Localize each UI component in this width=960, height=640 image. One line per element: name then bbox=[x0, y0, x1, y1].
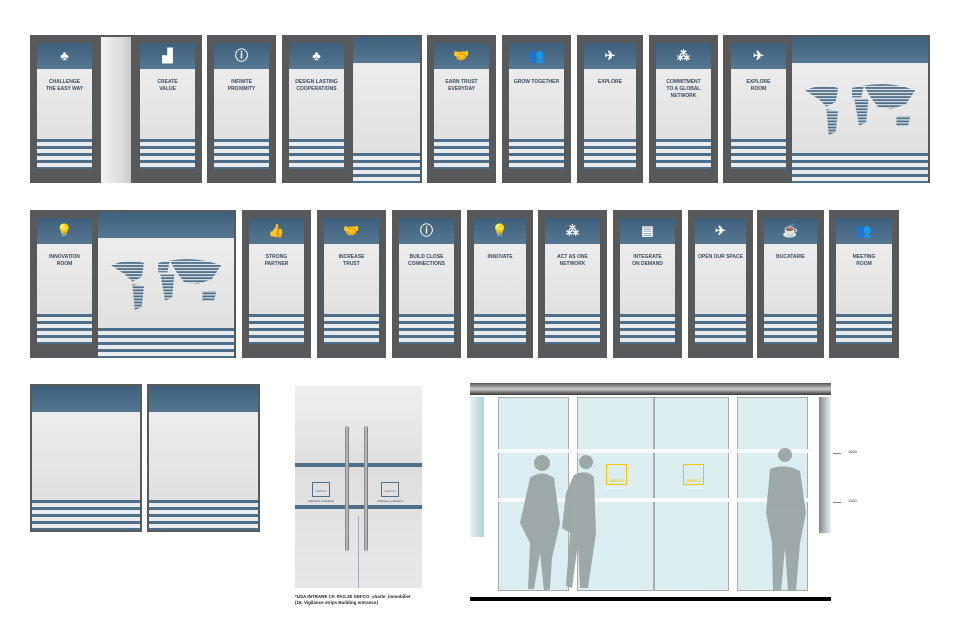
rocket-icon: ✈ bbox=[604, 48, 616, 63]
sign-panel: ♣ DESIGN LASTING COOPERATIONS bbox=[289, 43, 344, 169]
door-tagline-left: Partners, unlimited bbox=[308, 499, 334, 503]
thumbs-up-icon: 👍 bbox=[268, 223, 285, 238]
cup-icon: ☕ bbox=[782, 223, 799, 238]
sign-panel: 🤝 EARN TRUST EVERYDAY bbox=[434, 43, 489, 169]
sign-label: COMMITMENT TO A GLOBAL NETWORK bbox=[666, 79, 701, 99]
sign-label: OPEN OUR SPACE bbox=[698, 254, 743, 260]
sign-label: STRONG PARTNER bbox=[264, 254, 289, 267]
blank-panel bbox=[353, 37, 420, 183]
people-icon: 👥 bbox=[528, 48, 545, 63]
sign-label: DESIGN LASTING COOPERATIONS bbox=[295, 79, 338, 92]
sign-panel: ✈ EXPLORE ROOM bbox=[731, 43, 786, 169]
plain-panel bbox=[32, 386, 140, 530]
glass-tagline-1: Partners, unlimited bbox=[606, 487, 628, 490]
sign-label: INFINITE PROXIMITY bbox=[227, 79, 256, 92]
bulb-icon: 💡 bbox=[56, 223, 73, 238]
sign-label: CHALLENGE THE EASY WAY bbox=[45, 79, 84, 92]
sign-panel: 👥 MEETING ROOM bbox=[836, 218, 892, 344]
people-icon: 👥 bbox=[855, 223, 873, 238]
sign-panel: 👍 STRONG PARTNER bbox=[249, 218, 304, 344]
ip-icon: ⓘ bbox=[234, 48, 249, 63]
dimension-low: 1100 bbox=[848, 498, 857, 503]
people-silhouettes bbox=[520, 448, 806, 591]
sign-label: INCREASE TRUST bbox=[338, 254, 365, 267]
network-icon: ⁂ bbox=[566, 223, 579, 238]
world-map bbox=[805, 83, 915, 135]
rocket-icon: ✈ bbox=[715, 223, 726, 238]
sign-panel: 💡 INNOVATE bbox=[474, 218, 526, 344]
sign-panel: ✈ EXPLORE bbox=[584, 43, 636, 169]
sign-label: INTEGRATE ON DEMAND bbox=[632, 254, 663, 267]
rocket-icon: ✈ bbox=[753, 48, 764, 63]
tree-icon: ♣ bbox=[312, 48, 321, 63]
chart-icon: ▟ bbox=[162, 48, 173, 63]
door-logo-right: GEFCO bbox=[381, 482, 399, 497]
tree-icon: ♣ bbox=[60, 48, 69, 63]
plain-panel bbox=[149, 386, 258, 530]
storefront-elevation: GEFCO Partners, unlimited GEFCO Partners… bbox=[470, 383, 841, 601]
glass-logo-2: GEFCO bbox=[683, 464, 704, 485]
sign-panel: 🤝 INCREASE TRUST bbox=[324, 218, 379, 344]
door-handle-right[interactable] bbox=[364, 426, 368, 551]
handshake-icon: 🤝 bbox=[453, 48, 470, 63]
sign-panel: 👥 GROW TOGETHER bbox=[509, 43, 564, 169]
glass-logo-1: GEFCO bbox=[606, 464, 627, 485]
sign-label: CREATE VALUE bbox=[157, 79, 178, 92]
sign-label: MEETING ROOM bbox=[852, 254, 876, 267]
sign-panel: ⁂ ACT AS ONE NETWORK bbox=[545, 218, 600, 344]
dimension-high: 1600 bbox=[848, 449, 857, 454]
map-panel bbox=[98, 212, 234, 358]
door-handle-left[interactable] bbox=[345, 426, 349, 551]
world-map bbox=[111, 258, 221, 310]
door-logo-left: GEFCO bbox=[312, 482, 330, 497]
glass-tagline-2: Partners, unlimited bbox=[683, 487, 705, 490]
glass-pillar bbox=[101, 37, 131, 183]
ip-icon: ⓘ bbox=[419, 223, 434, 238]
blocks-icon: ▤ bbox=[641, 223, 654, 238]
handshake-icon: 🤝 bbox=[343, 223, 360, 238]
sign-label: ACT AS ONE NETWORK bbox=[557, 254, 588, 267]
sign-label: EXPLORE bbox=[598, 79, 622, 85]
network-icon: ⁂ bbox=[677, 48, 690, 63]
sign-label: GROW TOGETHER bbox=[513, 79, 560, 85]
entrance-door: GEFCO Partners, unlimited GEFCO Partners… bbox=[295, 386, 422, 588]
sign-label: INNOVATE bbox=[487, 254, 513, 260]
sign-panel: ▟ CREATE VALUE bbox=[140, 43, 195, 169]
map-panel bbox=[792, 37, 928, 183]
sign-panel: ⁂ COMMITMENT TO A GLOBAL NETWORK bbox=[656, 43, 711, 169]
door-tagline-right: Partners, unlimited bbox=[377, 499, 403, 503]
sign-label: EARN TRUST EVERYDAY bbox=[445, 79, 478, 92]
sign-panel: ▤ INTEGRATE ON DEMAND bbox=[620, 218, 675, 344]
sign-panel: ✈ OPEN OUR SPACE bbox=[695, 218, 746, 344]
caption: *USA INTRARE CF. PAG.30 GEFCO_charte_imm… bbox=[295, 594, 411, 605]
sign-panel: ☕ BUCATARIE bbox=[764, 218, 817, 344]
sign-label: BUCATARIE bbox=[776, 254, 805, 260]
sign-label: BUILD CLOSE CONNECTIONS bbox=[408, 254, 445, 267]
sign-panel: ♣ CHALLENGE THE EASY WAY bbox=[37, 43, 92, 169]
sign-panel: 💡 INNOVATION ROOM bbox=[37, 218, 92, 344]
bulb-icon: 💡 bbox=[491, 223, 509, 238]
sign-label: EXPLORE ROOM bbox=[746, 79, 771, 92]
sign-label: INNOVATION ROOM bbox=[49, 254, 80, 267]
